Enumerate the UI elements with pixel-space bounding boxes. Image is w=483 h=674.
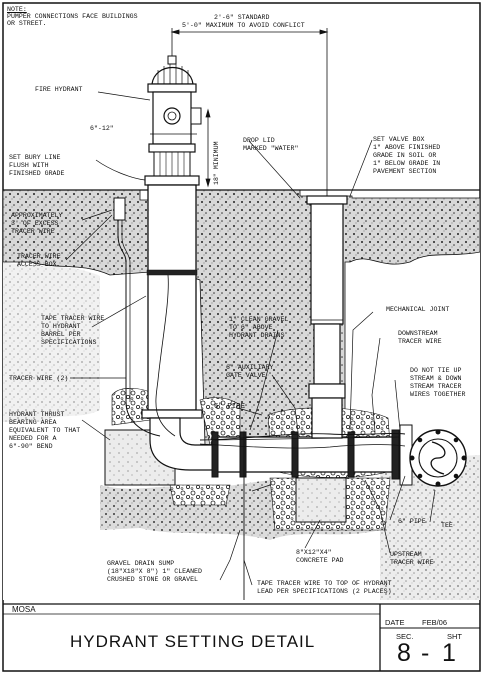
drawing-title: HYDRANT SETTING DETAIL [70, 632, 316, 651]
label-concrete-pad-1: 8"x12"x4" [296, 549, 332, 556]
fire-hydrant [141, 55, 216, 471]
label-do-not-tie-3: STREAM TRACER [410, 383, 462, 390]
note-line-1: PUMPER CONNECTIONS FACE BUILDINGS [7, 13, 138, 20]
label-set-valve-box-4: 1" BELOW GRADE IN [373, 160, 441, 167]
label-drop-lid-2: MARKED "WATER" [243, 145, 299, 152]
date-value: FEB/06 [422, 618, 448, 627]
label-tracer-wire-2: TRACER WIRE (2) [9, 375, 69, 382]
label-fire-hydrant: FIRE HYDRANT [35, 86, 83, 93]
label-upstream-2: TRACER WIRE [390, 559, 434, 566]
label-tape-tracer-3: BARREL PER [41, 331, 81, 338]
label-tape-tracer-4: SPECIFICATIONS [41, 339, 97, 346]
label-set-bury-line-2: FLUSH WITH [9, 162, 49, 169]
label-thrust-4: NEEDED FOR A [9, 435, 57, 442]
label-approx-tracer-3: TRACER WIRE [11, 228, 55, 235]
label-do-not-tie-1: DO NOT TIE UP [410, 367, 462, 374]
dimension-standard: 2'-6" STANDARD [214, 14, 270, 21]
label-downstream-2: TRACER WIRE [398, 338, 442, 345]
label-gravel-sump-2: (18"x18"x 8") 1" CLEANED [107, 568, 202, 575]
label-thrust-2: BEARING AREA [9, 419, 57, 426]
label-tape-tracer-2: TO HYDRANT [41, 323, 81, 330]
sht-label: SHT [447, 632, 462, 641]
date-label: DATE [385, 618, 405, 627]
tee-fitting [399, 424, 467, 487]
label-drop-lid-1: DROP LID [243, 137, 275, 144]
label-tape-tracer-top-1: TAPE TRACER WIRE TO TOP OF HYDRANT [257, 580, 392, 587]
label-thrust-1: HYDRANT THRUST [9, 411, 65, 418]
sht-value: 1 [442, 639, 456, 667]
leader-lines [65, 91, 436, 586]
note-line-2: OR STREET. [7, 20, 47, 27]
concrete-pad [295, 477, 347, 523]
label-tracer-box-1: TRACER WIRE [17, 253, 61, 260]
title-block [3, 603, 480, 671]
dimension-lines [150, 28, 329, 196]
label-tracer-box-2: ACCESS BOX [17, 261, 57, 268]
label-pipe-6-left: 6" PIPE [214, 403, 246, 411]
label-set-valve-box-1: SET VALVE BOX [373, 136, 425, 143]
dimension-offset: 6"-12" [90, 125, 114, 132]
label-concrete-pad-2: CONCRETE PAD [296, 557, 344, 564]
soil-profile [2, 188, 481, 600]
label-tee: TEE [441, 522, 453, 529]
label-mechanical-joint: MECHANICAL JOINT [386, 306, 450, 313]
label-thrust-5: 6"-90" BEND [9, 443, 53, 450]
dimension-maximum: 5'-0" MAXIMUM TO AVOID CONFLICT [182, 22, 305, 29]
label-aux-valve-1: 6" AUXILIARY [226, 364, 274, 371]
label-do-not-tie-4: WIRES TOGETHER [410, 391, 466, 398]
label-pipe-6-right: 6" PIPE [398, 518, 426, 525]
label-upstream-1: UPSTREAM [390, 551, 422, 558]
label-tape-tracer-top-2: LEAD PER SPECIFICATIONS (2 PLACES) [257, 588, 392, 595]
label-approx-tracer-1: APPROXIMATELY [11, 212, 63, 219]
label-gravel-sump-3: CRUSHED STONE OR GRAVEL [107, 576, 199, 583]
label-gravel-sump-1: GRAVEL DRAIN SUMP [107, 560, 175, 567]
tracer-wires [113, 197, 406, 600]
title-block-org: MOSA [12, 605, 36, 614]
note-heading: NOTE: [7, 6, 27, 13]
main-pipe [211, 429, 401, 480]
label-thrust-3: EQUIVALENT TO THAT [9, 427, 81, 434]
label-set-bury-line-3: FINISHED GRADE [9, 170, 65, 177]
label-clean-gravel-3: HYDRANT DRAINS [229, 332, 285, 339]
label-set-bury-line-1: SET BURY LINE [9, 154, 61, 161]
sheet-separator: - [421, 639, 430, 667]
sec-label: SEC. [396, 632, 414, 641]
label-do-not-tie-2: STREAM & DOWN [410, 375, 462, 382]
valve-box [306, 195, 348, 439]
label-set-valve-box-5: PAVEMENT SECTION [373, 168, 437, 175]
label-set-valve-box-3: GRADE IN SOIL OR [373, 152, 437, 159]
label-clean-gravel-1: 1" CLEAN GRAVEL [229, 316, 289, 323]
label-aux-valve-2: GATE VALVE [226, 372, 266, 379]
label-set-valve-box-2: 1" ABOVE FINISHED [373, 144, 441, 151]
label-downstream-1: DOWNSTREAM [398, 330, 438, 337]
label-approx-tracer-2: 3' OF EXCESS [11, 220, 59, 227]
sec-value: 8 [397, 639, 411, 667]
dimension-minimum: 18" MINIMUM [213, 141, 220, 185]
label-clean-gravel-2: TO 6" ABOVE [229, 324, 273, 331]
label-tape-tracer-1: TAPE TRACER WIRE [41, 315, 105, 322]
